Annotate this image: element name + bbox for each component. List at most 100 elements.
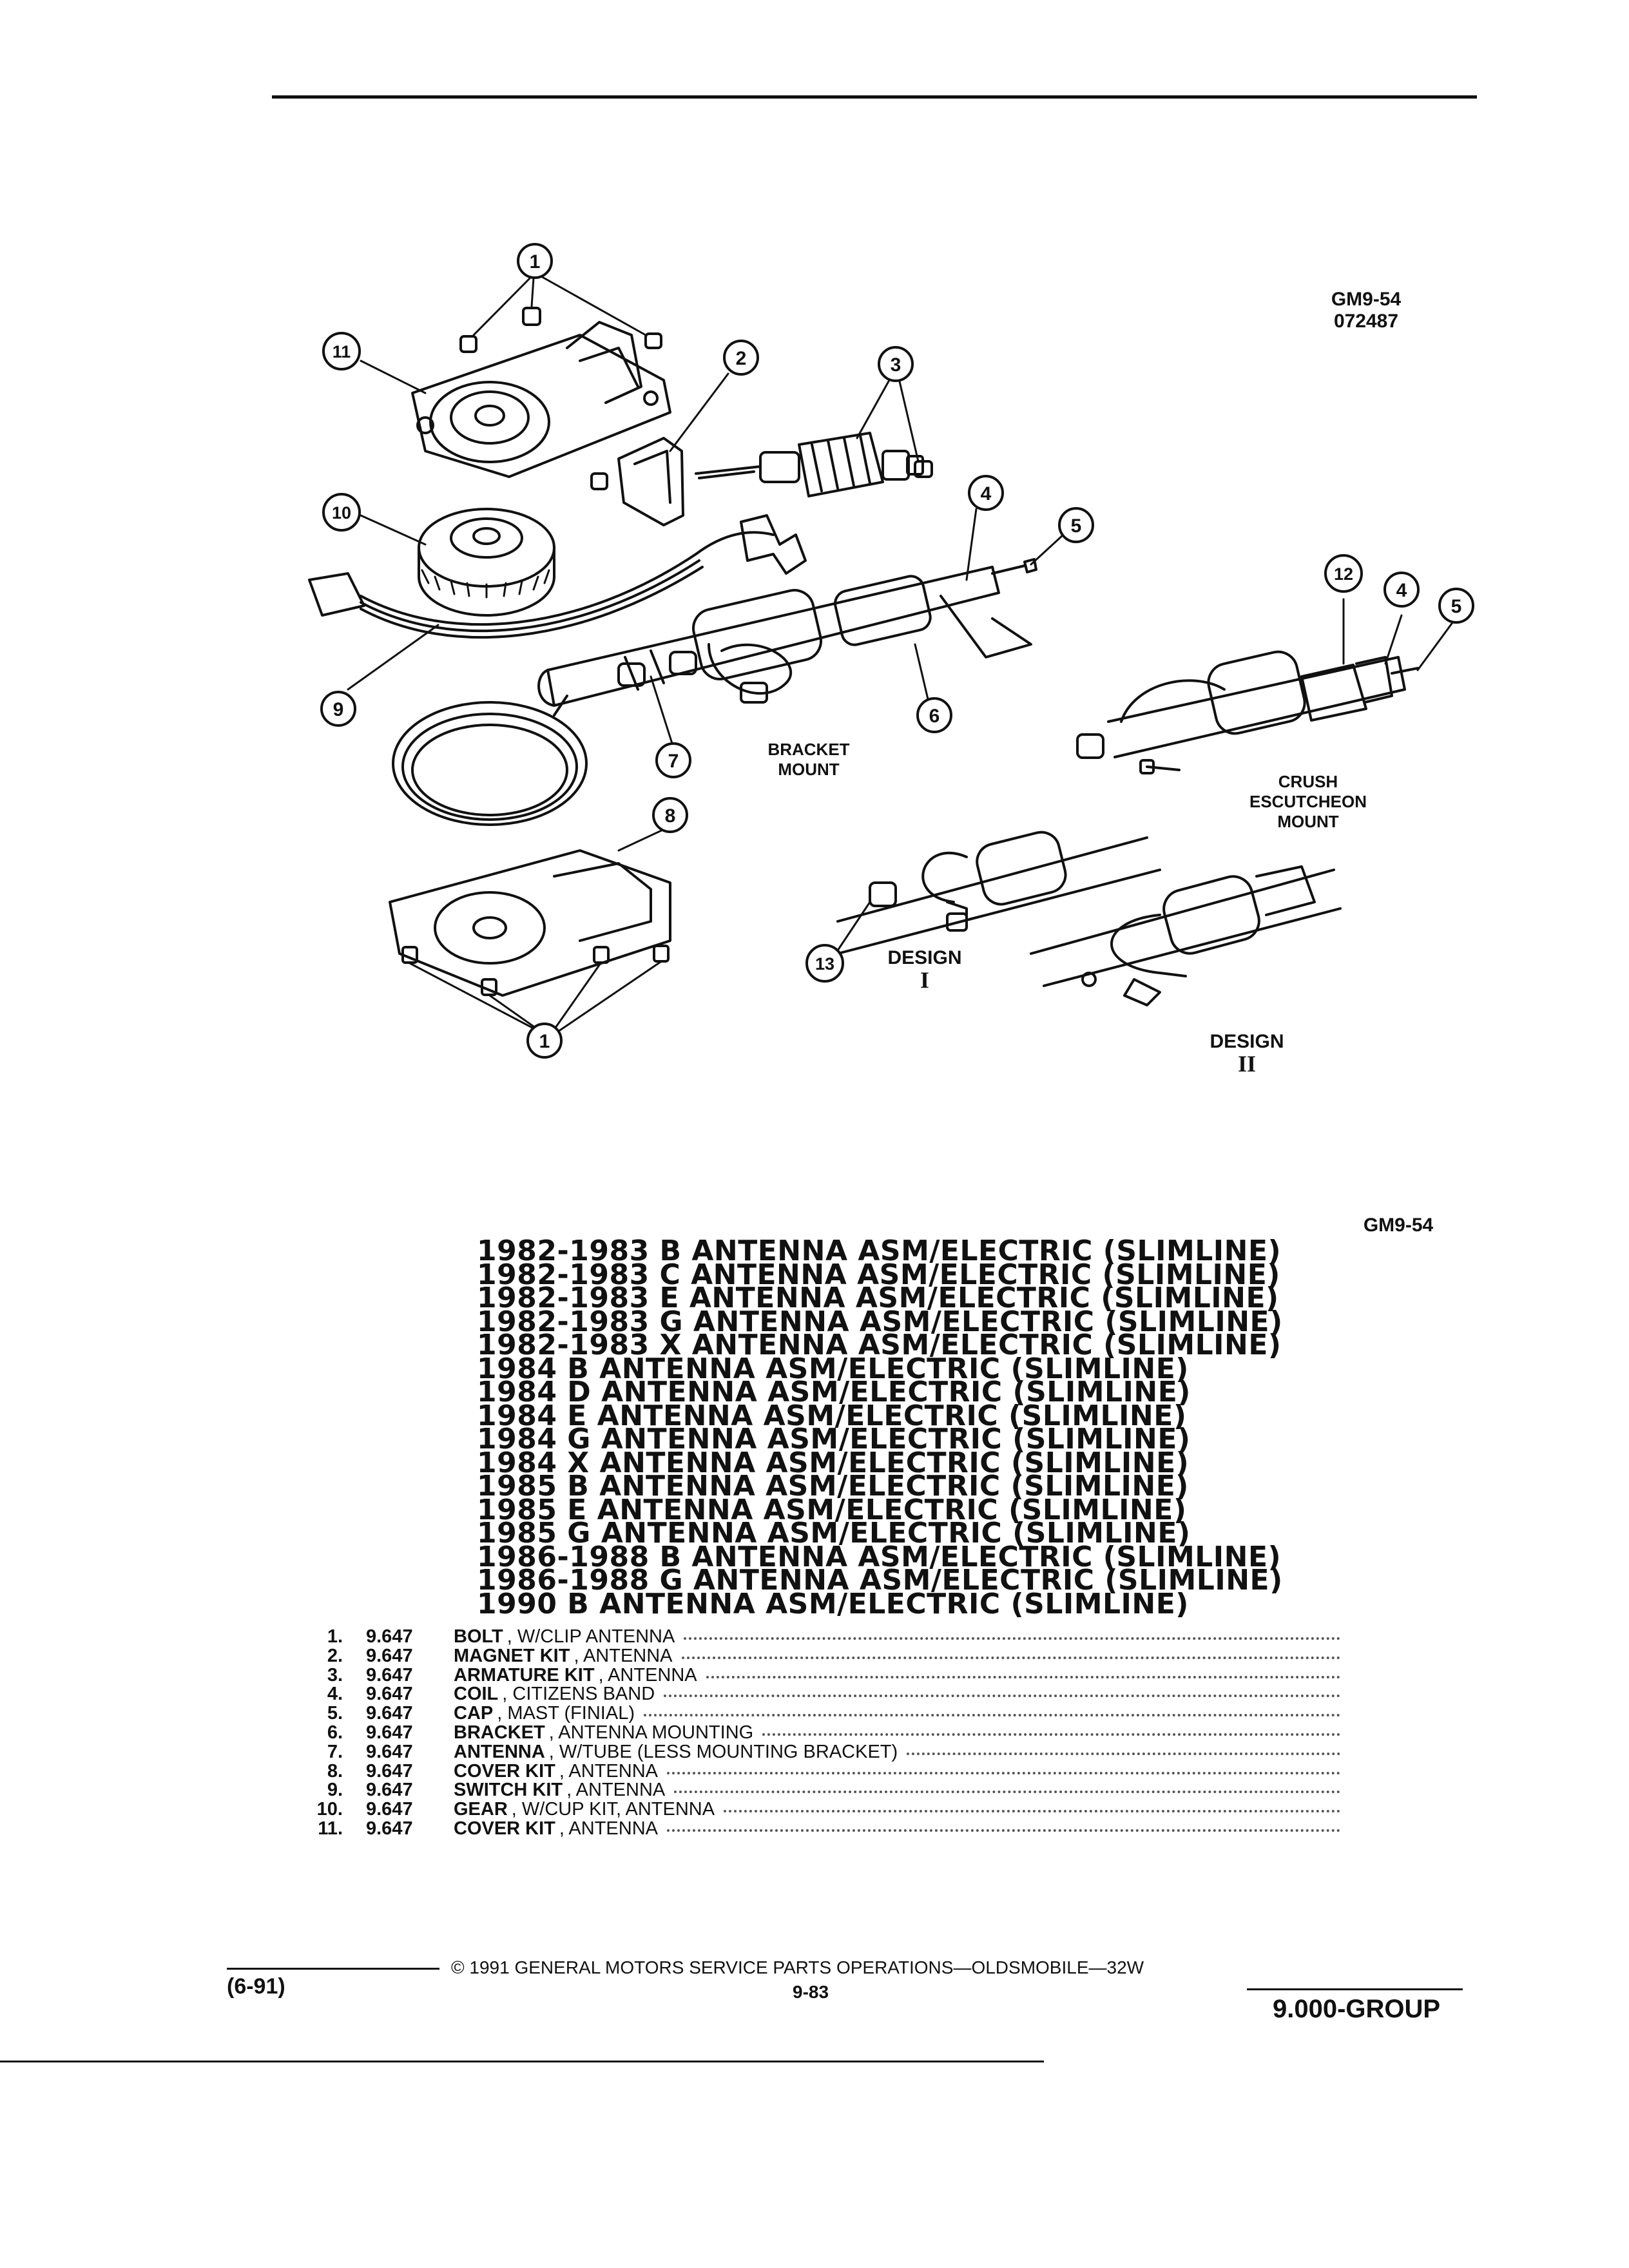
- callout-4-right: 4: [1383, 572, 1420, 608]
- footer-rule-right: [1247, 1988, 1463, 1990]
- callout-5-right: 5: [1438, 588, 1474, 624]
- dot-leader: [667, 1829, 1340, 1832]
- callout-8: 8: [652, 797, 688, 833]
- part-name: SWITCH KIT: [454, 1780, 563, 1801]
- model-line: 1986-1988 G ANTENNA ASM/ELECTRIC (SLIMLI…: [477, 1564, 1283, 1597]
- armature-drawing: [695, 432, 933, 497]
- callout-10: 10: [322, 493, 361, 532]
- dot-leader: [724, 1810, 1340, 1813]
- part-group-code: 9.647: [366, 1684, 413, 1705]
- model-line: 1990 B ANTENNA ASM/ELECTRIC (SLIMLINE): [477, 1587, 1189, 1620]
- part-name: CAP: [454, 1703, 494, 1724]
- part-name: MAGNET KIT: [454, 1645, 570, 1666]
- part-name: COVER KIT: [454, 1818, 555, 1839]
- crush-escutcheon-mount-drawing: [1076, 650, 1419, 774]
- svg-text:9: 9: [333, 699, 344, 720]
- lower-cover-drawing: [389, 849, 671, 997]
- group-code: 9.000-GROUP: [1273, 1995, 1441, 2023]
- svg-text:5: 5: [1451, 596, 1462, 617]
- switch-wires-drawing: [308, 514, 807, 639]
- callout-13: 13: [805, 944, 844, 983]
- model-application-list: 1982-1983 B ANTENNA ASM/ELECTRIC (SLIMLI…: [477, 1237, 1289, 1620]
- svg-text:2: 2: [736, 348, 747, 369]
- model-line: 1984 G ANTENNA ASM/ELECTRIC (SLIMLINE): [477, 1423, 1191, 1456]
- magnet-drawing: [617, 437, 684, 526]
- model-line: 1986-1988 B ANTENNA ASM/ELECTRIC (SLIMLI…: [477, 1540, 1282, 1573]
- dot-leader: [684, 1637, 1340, 1640]
- part-group-code: 9.647: [366, 1780, 413, 1801]
- callout-9: 9: [320, 691, 356, 727]
- part-name: BRACKET: [454, 1722, 545, 1743]
- dot-leader: [644, 1714, 1340, 1717]
- model-line: 1984 B ANTENNA ASM/ELECTRIC (SLIMLINE): [477, 1352, 1189, 1385]
- svg-text:1: 1: [539, 1031, 550, 1052]
- top-rule: [272, 95, 1477, 99]
- design-two-drawing: [1030, 865, 1342, 1006]
- svg-text:3: 3: [891, 354, 901, 376]
- part-number: 3.: [327, 1664, 343, 1686]
- dot-leader: [762, 1733, 1340, 1736]
- design-two-caption: DESIGN II: [1202, 1031, 1292, 1075]
- part-group-code: 9.647: [366, 1760, 413, 1782]
- crush-mount-line-1: CRUSH: [1278, 772, 1338, 791]
- section-code: GM9-54: [1363, 1215, 1434, 1236]
- part-description: , W/CLIP ANTENNA: [506, 1626, 675, 1647]
- part-row: 6. 9.647 BRACKET, ANTENNA MOUNTING: [284, 1722, 1340, 1743]
- part-group-code: 9.647: [366, 1722, 413, 1743]
- dot-leader: [681, 1656, 1340, 1659]
- dot-leader: [706, 1675, 1340, 1678]
- part-name: COIL: [454, 1684, 499, 1705]
- part-number: 8.: [327, 1760, 343, 1782]
- design-two-label: DESIGN: [1210, 1031, 1284, 1052]
- part-number: 9.: [327, 1780, 343, 1801]
- dot-leader: [674, 1791, 1340, 1794]
- callout-4: 4: [968, 475, 1004, 511]
- coiled-cable-drawing: [392, 695, 588, 826]
- part-group-code: 9.647: [366, 1799, 413, 1820]
- antenna-tube-assembly-drawing: [537, 558, 1037, 707]
- part-description: , ANTENNA MOUNTING: [548, 1722, 754, 1743]
- part-group-code: 9.647: [366, 1626, 413, 1647]
- part-group-code: 9.647: [366, 1664, 413, 1686]
- design-one-label: DESIGN: [887, 947, 962, 968]
- dot-leader: [667, 1771, 1340, 1774]
- part-name: GEAR: [454, 1799, 508, 1820]
- bracket-mount-caption: BRACKET MOUNT: [751, 740, 867, 780]
- part-description: , CITIZENS BAND: [502, 1684, 655, 1705]
- svg-text:4: 4: [981, 483, 992, 505]
- svg-text:1: 1: [530, 251, 541, 273]
- model-line: 1982-1983 E ANTENNA ASM/ELECTRIC (SLIMLI…: [477, 1282, 1279, 1314]
- part-description: , W/CUP KIT, ANTENNA: [511, 1799, 715, 1820]
- callout-5: 5: [1058, 507, 1094, 543]
- svg-text:13: 13: [815, 954, 834, 974]
- crush-escutcheon-caption: CRUSH ESCUTCHEON MOUNT: [1237, 772, 1379, 832]
- bolt-top-right-drawing: [644, 332, 662, 349]
- footer-rule-left: [227, 1968, 439, 1970]
- dot-leader: [907, 1752, 1340, 1755]
- edition-code: (6-91): [227, 1974, 285, 1999]
- crush-mount-line-2: ESCUTCHEON: [1249, 792, 1367, 811]
- part-number: 1.: [327, 1626, 343, 1647]
- upper-cover-housing-drawing: [411, 321, 671, 478]
- part-number: 6.: [327, 1722, 343, 1743]
- svg-text:7: 7: [668, 751, 679, 772]
- callout-1-bottom: 1: [526, 1023, 563, 1059]
- callout-6: 6: [916, 697, 952, 733]
- model-line: 1982-1983 C ANTENNA ASM/ELECTRIC (SLIMLI…: [477, 1258, 1280, 1291]
- copyright-line: © 1991 GENERAL MOTORS SERVICE PARTS OPER…: [451, 1957, 1144, 1977]
- part-group-code: 9.647: [366, 1703, 413, 1724]
- page-number: 9-83: [793, 1982, 829, 2002]
- part-number: 7.: [327, 1741, 343, 1762]
- model-line: 1984 D ANTENNA ASM/ELECTRIC (SLIMLINE): [477, 1376, 1191, 1408]
- bottom-rule: [0, 2061, 1044, 2062]
- bolt-top-left-drawing: [459, 335, 477, 353]
- part-description: , ANTENNA: [559, 1760, 658, 1782]
- gear-drawing: [418, 508, 555, 617]
- part-group-code: 9.647: [366, 1741, 413, 1762]
- part-name: COVER KIT: [454, 1760, 555, 1782]
